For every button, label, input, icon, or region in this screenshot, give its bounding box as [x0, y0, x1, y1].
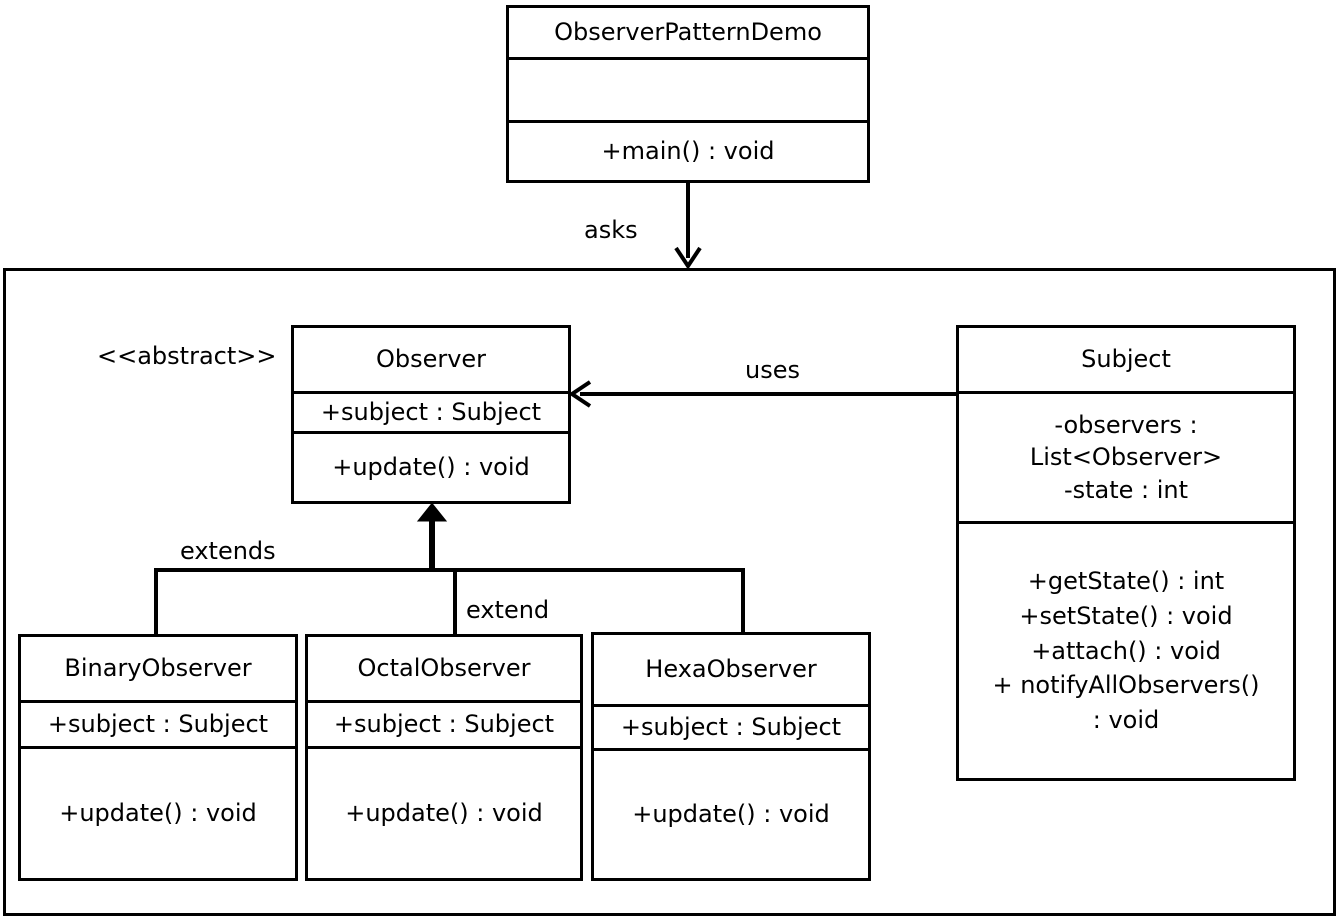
demo-class-method: +main() : void	[601, 137, 775, 166]
subject-attribute: List<Observer>	[1029, 443, 1223, 472]
subject-attribute: -state : int	[1063, 475, 1189, 504]
binary-observer-attribute: +subject : Subject	[47, 710, 269, 739]
observer-pattern-demo-class[interactable]: ObserverPatternDemo +main() : void	[506, 5, 870, 183]
uses-label: uses	[745, 356, 800, 384]
subject-name-compartment: Subject	[959, 328, 1293, 394]
octal-observer-name: OctalObserver	[357, 654, 531, 683]
subject-method: + notifyAllObservers()	[992, 671, 1260, 700]
octal-observer-attributes-compartment: +subject : Subject	[308, 703, 580, 749]
hexa-observer-attributes-compartment: +subject : Subject	[594, 707, 868, 751]
subject-name: Subject	[1081, 345, 1171, 374]
octal-observer-attribute: +subject : Subject	[333, 710, 555, 739]
hexa-observer-name-compartment: HexaObserver	[594, 635, 868, 707]
hexa-observer-methods-compartment: +update() : void	[594, 751, 868, 878]
demo-class-name: ObserverPatternDemo	[554, 18, 822, 47]
octal-observer-method: +update() : void	[345, 799, 543, 828]
subject-method: +getState() : int	[1027, 567, 1225, 595]
observer-name: Observer	[375, 345, 487, 374]
binary-observer-name: BinaryObserver	[64, 654, 252, 683]
octal-observer-class[interactable]: OctalObserver +subject : Subject +update…	[305, 634, 583, 881]
octal-observer-name-compartment: OctalObserver	[308, 637, 580, 703]
observer-attributes-compartment: +subject : Subject	[294, 394, 568, 434]
observer-name-compartment: Observer	[294, 328, 568, 394]
asks-label: asks	[584, 216, 638, 244]
hexa-observer-method: +update() : void	[632, 800, 830, 829]
subject-method: : void	[1092, 706, 1160, 735]
observer-stereotype: <<abstract>>	[97, 342, 277, 370]
hexa-observer-class[interactable]: HexaObserver +subject : Subject +update(…	[591, 632, 871, 881]
binary-observer-class[interactable]: BinaryObserver +subject : Subject +updat…	[18, 634, 298, 881]
observer-methods-compartment: +update() : void	[294, 434, 568, 501]
binary-observer-methods-compartment: +update() : void	[21, 749, 295, 878]
extend-label: extend	[466, 596, 550, 624]
observer-attribute: +subject : Subject	[320, 398, 542, 427]
subject-class[interactable]: Subject -observers : List<Observer> -sta…	[956, 325, 1296, 781]
binary-observer-name-compartment: BinaryObserver	[21, 637, 295, 703]
demo-class-attributes-compartment	[509, 60, 867, 123]
subject-methods-compartment: +getState() : int +setState() : void +at…	[959, 524, 1293, 778]
extends-label: extends	[180, 537, 276, 565]
binary-observer-attributes-compartment: +subject : Subject	[21, 703, 295, 749]
subject-method: +setState() : void	[1019, 601, 1233, 630]
demo-class-methods-compartment: +main() : void	[509, 123, 867, 180]
subject-attribute: -observers :	[1054, 410, 1198, 439]
observer-method: +update() : void	[332, 453, 530, 482]
subject-method: +attach() : void	[1031, 636, 1221, 665]
hexa-observer-attribute: +subject : Subject	[620, 713, 842, 742]
observer-class[interactable]: Observer +subject : Subject +update() : …	[291, 325, 571, 504]
binary-observer-method: +update() : void	[59, 799, 257, 828]
asks-arrowhead	[674, 246, 702, 270]
demo-class-name-compartment: ObserverPatternDemo	[509, 8, 867, 60]
hexa-observer-name: HexaObserver	[645, 655, 817, 684]
octal-observer-methods-compartment: +update() : void	[308, 749, 580, 878]
subject-attributes-compartment: -observers : List<Observer> -state : int	[959, 394, 1293, 524]
